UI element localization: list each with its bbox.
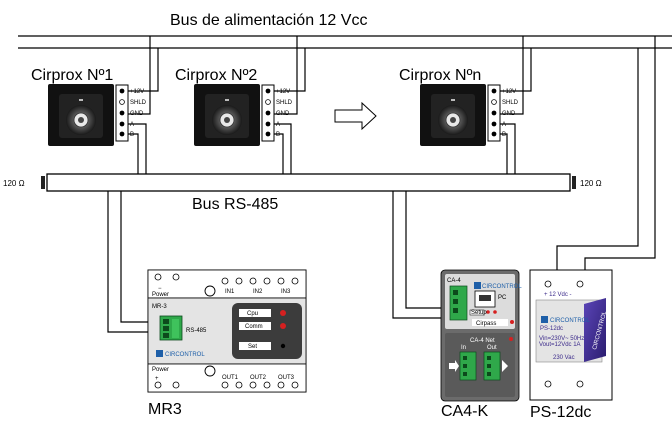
ca4k-out-label: Out xyxy=(487,345,497,351)
reader-1 xyxy=(48,84,114,146)
terminal-label: +12V xyxy=(276,89,290,95)
ca4k-model-label: CA-4 xyxy=(447,278,461,284)
ps12-model-label: PS-12dc xyxy=(540,326,563,332)
ca4k-cirpass-label: Cirpass xyxy=(476,321,496,327)
terminator-left-label: 120 Ω xyxy=(3,179,25,188)
reader-n xyxy=(420,84,486,146)
terminal-label: +12V xyxy=(502,89,516,95)
mr3-brand-label: CIRCONTROL xyxy=(165,352,205,358)
ca4k-in-label: In xyxy=(461,345,466,351)
reader-1-label: Cirprox Nº1 xyxy=(31,67,113,84)
ps12-input-label: 230 Vac xyxy=(553,355,575,361)
terminal-label: B xyxy=(276,132,280,138)
terminal-label: SHLD xyxy=(276,100,293,106)
mr3-controller xyxy=(147,269,307,393)
terminal-label: GND xyxy=(130,111,144,117)
ca4k-setup-label: Setup xyxy=(471,310,487,316)
reader-n-terminal-block xyxy=(487,84,501,142)
terminator-left-resistor xyxy=(41,176,45,189)
reader-n-terminal-labels: +12V SHLD GND A B xyxy=(502,89,519,138)
terminal-label: SHLD xyxy=(502,100,519,106)
mr3-labels: − Power IN1 IN2 IN3 MR-3 RS-485 CIRCONTR… xyxy=(152,286,295,382)
mr3-in3-label: IN3 xyxy=(281,289,291,295)
ca4k-labels: CA-4 CIRCONTROL PC Setup Cirpass CA-4 Ne… xyxy=(447,278,522,351)
terminator-right-label: 120 Ω xyxy=(580,179,602,188)
ca4k-pc-label: PC xyxy=(498,295,507,301)
reader-n-label: Cirprox Nºn xyxy=(399,67,481,84)
mr3-out3-label: OUT3 xyxy=(278,375,295,381)
terminal-label: A xyxy=(130,122,134,128)
mr3-in2-label: IN2 xyxy=(253,289,263,295)
mr3-comm-label: Comm xyxy=(245,324,263,330)
ps12-brand-label: CIRCONTROL xyxy=(550,318,590,324)
mr3-model-label: MR-3 xyxy=(152,304,167,310)
terminal-label: A xyxy=(502,122,506,128)
mr3-set-label: Set xyxy=(248,344,257,350)
terminal-label: B xyxy=(130,132,134,138)
terminator-right-resistor xyxy=(572,176,576,189)
ps12-name: PS-12dc xyxy=(530,404,591,421)
ca4k-brand-label: CIRCONTROL xyxy=(482,284,522,290)
rs485-bus xyxy=(41,173,576,192)
rs485-bus-label: Bus RS-485 xyxy=(192,196,278,213)
mr3-power-label-bottom: Power xyxy=(152,367,169,373)
mr3-out2-label: OUT2 xyxy=(250,375,267,381)
ps12-spec2-label: Vout=12Vdc 1A xyxy=(539,342,581,348)
terminal-label: +12V xyxy=(130,89,144,95)
terminal-label: SHLD xyxy=(130,100,147,106)
ps12-spec1-label: Vin=230V~ 50Hz xyxy=(539,336,584,342)
mr3-minus-label: − xyxy=(158,286,162,292)
mr3-rs485-label: RS-485 xyxy=(186,328,207,334)
terminal-label: GND xyxy=(276,111,290,117)
mr3-name: MR3 xyxy=(148,401,182,418)
ps12-power-supply xyxy=(529,269,613,401)
ca4k-controller xyxy=(440,269,520,402)
continuation-arrow-icon xyxy=(334,101,377,131)
ca4k-name: CA4-K xyxy=(441,403,488,420)
reader-2-terminal-block xyxy=(261,84,275,142)
mr3-out1-label: OUT1 xyxy=(222,375,239,381)
ps12-output-label: + 12 Vdc - xyxy=(544,292,572,298)
terminal-label: GND xyxy=(502,111,516,117)
power-bus xyxy=(18,35,672,49)
mr3-plus-label: + xyxy=(155,376,159,382)
mr3-power-label-top: Power xyxy=(152,292,169,298)
mr3-in1-label: IN1 xyxy=(225,289,235,295)
wiring xyxy=(107,36,656,333)
reader-1-terminal-block xyxy=(115,84,129,142)
reader-2 xyxy=(194,84,260,146)
ca4k-net-label: CA-4 Net xyxy=(470,338,495,344)
terminal-label: A xyxy=(276,122,280,128)
reader-2-terminal-labels: +12V SHLD GND A B xyxy=(276,89,293,138)
reader-1-terminal-labels: +12V SHLD GND A B xyxy=(130,89,147,138)
terminal-label: B xyxy=(502,132,506,138)
reader-2-label: Cirprox Nº2 xyxy=(175,67,257,84)
mr3-cpu-label: Cpu xyxy=(247,311,258,317)
power-bus-title: Bus de alimentación 12 Vcc xyxy=(170,12,367,29)
